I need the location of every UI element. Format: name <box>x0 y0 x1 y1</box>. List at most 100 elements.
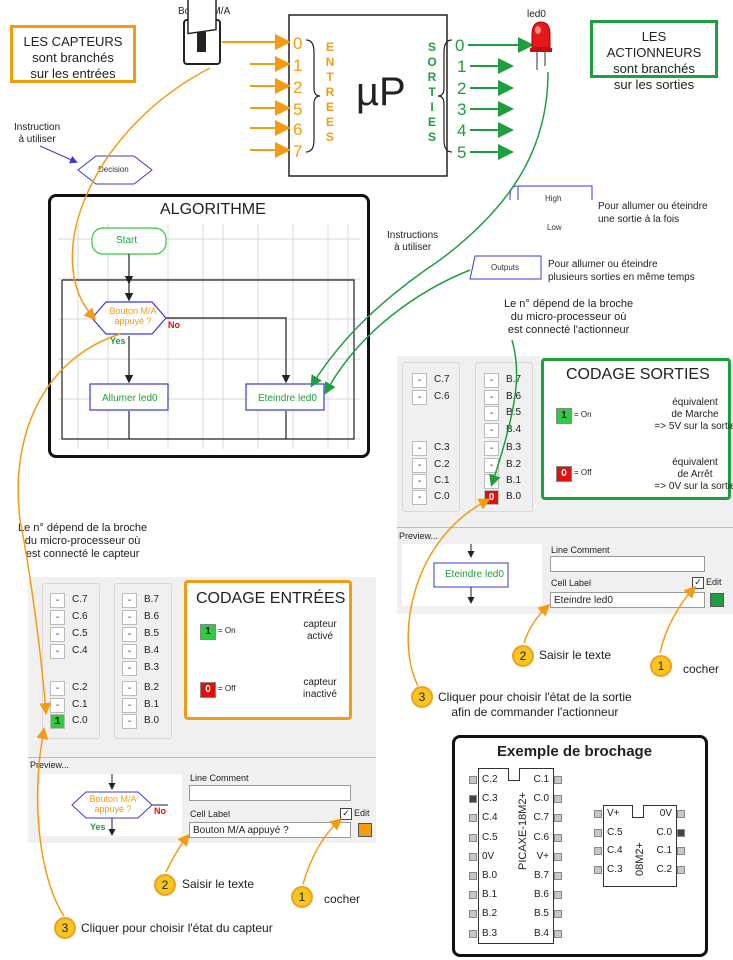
entrees-c-pin-label: C.0 <box>72 715 88 726</box>
sorties-c-state-button[interactable]: - <box>412 390 427 405</box>
entrees-c-state-button[interactable]: - <box>50 698 65 713</box>
sorties-b-state-button[interactable]: - <box>484 474 499 489</box>
entrees-c-c4: -C.4 <box>50 644 94 659</box>
high-label: High <box>545 194 562 203</box>
sorties-b-pin-label: B.6 <box>506 391 522 402</box>
entrees-b-state-button[interactable]: - <box>122 610 137 625</box>
entrees-c-pin-label: C.7 <box>72 594 88 605</box>
entrees-b-state-button[interactable]: - <box>122 714 137 729</box>
input-num-1: 1 <box>293 56 303 75</box>
sorties-b-state-button[interactable]: 0 <box>484 490 499 505</box>
codage-sorties-box <box>541 358 731 500</box>
sorties-b-pin-label: B.1 <box>506 475 522 486</box>
chip-08m2-notch <box>632 805 644 818</box>
entrees-cell-label-input[interactable]: Bouton M/A appuyé ? <box>189 822 351 838</box>
sorties-preview-label: Preview... <box>399 531 439 541</box>
entrees-b-state-button[interactable]: - <box>122 698 137 713</box>
step-1-left-text: cocher <box>324 892 361 906</box>
chip-18m2-pin-icon <box>554 852 562 861</box>
entrees-off-badge: 0 <box>200 682 216 698</box>
sorties-b-b2: -B.2 <box>484 458 528 473</box>
sorties-c-state-button[interactable]: - <box>412 373 427 388</box>
entrees-c-state-button[interactable]: 1 <box>50 714 65 729</box>
entrees-off-text: = Off <box>218 684 236 693</box>
chip-18m2-pin-label: C.6 <box>533 831 549 843</box>
entrees-on-badge: 1 <box>200 624 216 640</box>
entrees-c-state-button[interactable]: - <box>50 610 65 625</box>
entrees-edit-checkbox[interactable]: ✓ <box>340 808 352 820</box>
entrees-b-state-button[interactable]: - <box>122 627 137 642</box>
outputs-label: Outputs <box>491 263 520 272</box>
chip-18m2-pin-icon <box>554 795 562 804</box>
sorties-c-pin-label: C.7 <box>434 374 450 385</box>
entrees-c-state-button[interactable]: - <box>50 593 65 608</box>
led-icon <box>530 21 552 70</box>
sorties-b-state-button[interactable]: - <box>484 423 499 438</box>
push-button-icon <box>183 0 221 65</box>
step-2-right-badge: 2 <box>512 645 534 667</box>
entrees-b-state-button[interactable]: - <box>122 644 137 659</box>
entrees-b-pin-label: B.5 <box>144 628 160 639</box>
sorties-b-state-button[interactable]: - <box>484 406 499 421</box>
step-2-left-text: Saisir le texte <box>182 877 255 891</box>
sorties-b-b6: -B.6 <box>484 390 528 405</box>
sorties-off-badge: 0 <box>556 466 572 482</box>
sorties-on-badge: 1 <box>556 408 572 424</box>
sorties-b-state-button[interactable]: - <box>484 373 499 388</box>
chip-08m2-pin-label: C.2 <box>656 863 672 875</box>
entrees-c-state-button[interactable]: - <box>50 681 65 696</box>
entrees-c-state-button[interactable]: - <box>50 627 65 642</box>
capteurs-line2: sont branchés <box>32 50 114 65</box>
entrees-line-comment-input[interactable] <box>189 785 351 801</box>
entrees-preview-yes: Yes <box>90 822 106 832</box>
entrees-b-state-button[interactable]: - <box>122 593 137 608</box>
entrees-color-button[interactable] <box>358 823 372 837</box>
entrees-b-state-button[interactable]: - <box>122 661 137 676</box>
sorties-b-pin-label: B.3 <box>506 442 522 453</box>
sorties-edit-checkbox[interactable]: ✓ <box>692 577 704 589</box>
entrees-edit-label: Edit <box>354 808 370 818</box>
sorties-color-button[interactable] <box>710 593 724 607</box>
input-num-7: 7 <box>293 142 303 161</box>
entrees-b-b3: -B.3 <box>122 661 166 676</box>
start-label: Start <box>116 235 138 246</box>
chip-18m2-pin-icon <box>554 833 562 842</box>
entrees-c-c5: -C.5 <box>50 627 94 642</box>
chip-18m2-pin-icon <box>554 891 562 900</box>
sorties-preview-shape-label: Eteindre led0 <box>445 569 504 580</box>
sorties-line-comment-input[interactable] <box>550 556 705 572</box>
chip-18m2-pin-label: B.5 <box>533 908 549 920</box>
chip-18m2-pin-icon <box>554 872 562 880</box>
entrees-c-pin-label: C.6 <box>72 611 88 622</box>
sorties-c-pin-label: C.6 <box>434 391 450 402</box>
sorties-c-state-button[interactable]: - <box>412 490 427 505</box>
entrees-b-state-button[interactable]: - <box>122 681 137 696</box>
sorties-c-state-button[interactable]: - <box>412 441 427 456</box>
sorties-b-state-button[interactable]: - <box>484 441 499 456</box>
sorties-c-c6: -C.6 <box>412 390 456 405</box>
sorties-c-state-button[interactable]: - <box>412 458 427 473</box>
input-num-0: 0 <box>293 34 303 53</box>
chip-08m2-pin-label: 0V <box>659 808 672 819</box>
sorties-b-state-button[interactable]: - <box>484 458 499 473</box>
entrees-c-pin-label: C.2 <box>72 682 88 693</box>
chip-18m2-pin-label: B.1 <box>482 889 498 901</box>
sorties-c-c7: -C.7 <box>412 373 456 388</box>
sorties-b-state-button[interactable]: - <box>484 390 499 405</box>
sorties-c-state-button[interactable]: - <box>412 474 427 489</box>
entrees-c-c1: -C.1 <box>50 698 94 713</box>
entrees-c-c6: -C.6 <box>50 610 94 625</box>
sorties-c-pin-label: C.2 <box>434 459 450 470</box>
chip-18m2-pin-label: C.4 <box>482 812 498 824</box>
sorties-cell-label-input[interactable]: Eteindre led0 <box>550 592 705 608</box>
algo-yes: Yes <box>110 336 126 346</box>
instruction-right-text: Instructions à utiliser <box>387 230 439 253</box>
entrees-c-state-button[interactable]: - <box>50 644 65 659</box>
decision-icon-label: Decision <box>98 165 129 174</box>
sorties-c-c3: -C.3 <box>412 441 456 456</box>
chip-18m2-pin-label: C.5 <box>482 831 498 843</box>
